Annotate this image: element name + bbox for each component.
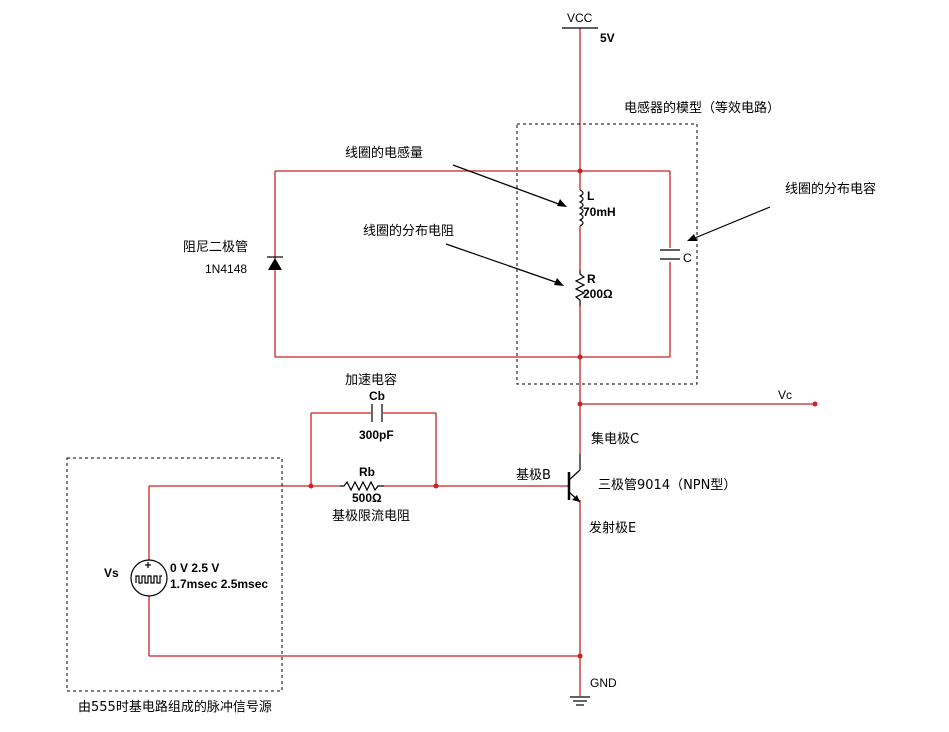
gnd-label: GND <box>590 676 617 690</box>
diode-description: 阻尼二极管 <box>183 240 248 255</box>
cb-title: 加速电容 <box>345 372 397 388</box>
cb-name: Cb <box>369 389 385 403</box>
ground-symbol: GND <box>570 676 617 706</box>
resistor-annotation: 线圈的分布电阻 <box>363 223 454 239</box>
vs-timing: 1.7msec 2.5msec <box>170 577 268 591</box>
rb-description: 基极限流电阻 <box>332 509 410 524</box>
inductor-annotation: 线圈的电感量 <box>345 145 423 161</box>
vc-probe-label: Vc <box>778 388 792 402</box>
resistor-rb: Rb 500Ω 基极限流电阻 <box>332 465 410 524</box>
resistor-arrow <box>445 243 562 285</box>
capacitor-name: C <box>683 251 692 265</box>
wires <box>148 28 815 696</box>
capacitor-cb: 加速电容 Cb 300pF <box>345 372 397 442</box>
npn-transistor: 集电极C 基极B 发射极E 三极管9014（NPN型） <box>516 404 736 536</box>
capacitor-c: C <box>660 249 692 265</box>
diode-part: 1N4148 <box>205 262 247 276</box>
resistor-r: R 200Ω <box>574 270 613 306</box>
inductor-arrowhead <box>557 199 567 207</box>
emitter-label: 发射极E <box>589 520 636 536</box>
inductor-arrow <box>452 164 565 207</box>
junction-dot <box>577 354 583 360</box>
vcc-voltage-label: 5V <box>600 31 615 45</box>
pulse-source-vs: Vs 0 V 2.5 V 1.7msec 2.5msec 由555时基电路组成的… <box>78 559 272 715</box>
inductor-name: L <box>587 189 594 203</box>
junction-dot <box>812 401 818 407</box>
capacitor-annotation: 线圈的分布电容 <box>785 181 876 197</box>
junction-dot <box>577 168 583 174</box>
vcc-label: VCC <box>567 11 593 25</box>
capacitor-arrowhead <box>687 234 697 241</box>
source-description: 由555时基电路组成的脉冲信号源 <box>78 699 272 715</box>
inductor-l: L 70mH <box>578 189 616 227</box>
cb-value: 300pF <box>359 428 394 442</box>
transistor-description: 三极管9014（NPN型） <box>598 478 736 493</box>
collector-label: 集电极C <box>591 431 639 447</box>
resistor-value: 200Ω <box>583 287 613 301</box>
vs-levels: 0 V 2.5 V <box>170 561 219 575</box>
resistor-name: R <box>587 272 596 286</box>
vs-name: Vs <box>104 566 119 580</box>
inductor-value: 70mH <box>583 205 616 219</box>
rb-value: 500Ω <box>352 491 382 505</box>
rb-name: Rb <box>359 465 375 479</box>
annotations: 电感器的模型（等效电路） 线圈的电感量 线圈的分布电阻 线圈的分布电容 <box>345 100 876 286</box>
resistor-arrowhead <box>554 278 564 286</box>
capacitor-arrow <box>689 206 771 241</box>
junction-dot <box>433 483 439 489</box>
junction-dot <box>308 483 314 489</box>
inductor-model-title: 电感器的模型（等效电路） <box>624 100 780 116</box>
pulse-source-box <box>66 457 283 692</box>
base-label: 基极B <box>516 468 551 483</box>
inductor-model-box <box>516 123 698 385</box>
damper-diode: 阻尼二极管 1N4148 <box>183 240 283 276</box>
junction-dot <box>577 653 583 659</box>
vcc-symbol: VCC 5V <box>562 11 615 45</box>
